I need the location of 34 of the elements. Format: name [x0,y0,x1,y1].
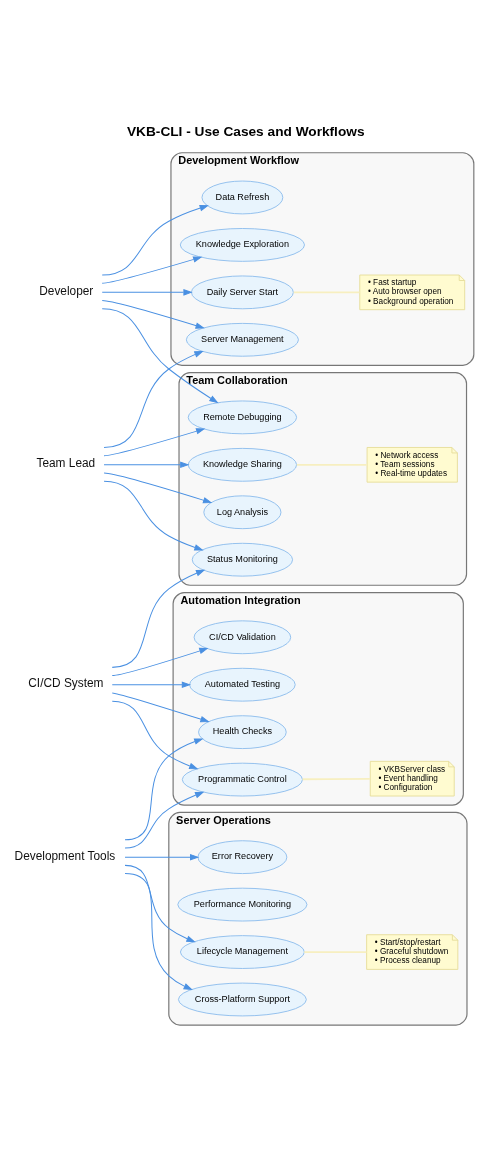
arrow [124,854,199,861]
node-text: Development Tools [14,848,116,863]
arrow [124,873,192,990]
arrow [101,205,208,276]
arrow [111,569,205,668]
connector [301,778,371,781]
node-ellipse: Error Recovery [197,840,288,875]
node-text: Developer [39,284,94,299]
node-ellipse: Daily Server Start [190,275,294,310]
connector [295,463,368,466]
arrow [103,428,205,457]
diagram-title: VKB-CLI - Use Cases and Workflows [126,124,365,140]
node-ellipse: Automated Testing [189,667,296,702]
node-text: Team Lead [36,456,96,471]
arrow [124,738,203,841]
arrow [101,256,202,284]
connector [303,951,368,953]
arrow [101,289,192,296]
arrow [111,647,208,677]
arrow [101,300,204,329]
arrow [103,461,189,468]
arrow [103,472,212,504]
arrow [111,700,198,770]
arrow [101,308,218,404]
node-ellipse: Performance Monitoring [177,887,308,922]
arrow [111,681,191,688]
arrow [103,480,203,551]
connector [292,291,361,294]
arrow [124,791,204,849]
arrow [103,350,203,448]
node-text: CI/CD System [28,676,104,691]
arrow [111,692,209,723]
node-ellipse: Knowledge Sharing [187,447,298,482]
arrow [124,864,195,943]
